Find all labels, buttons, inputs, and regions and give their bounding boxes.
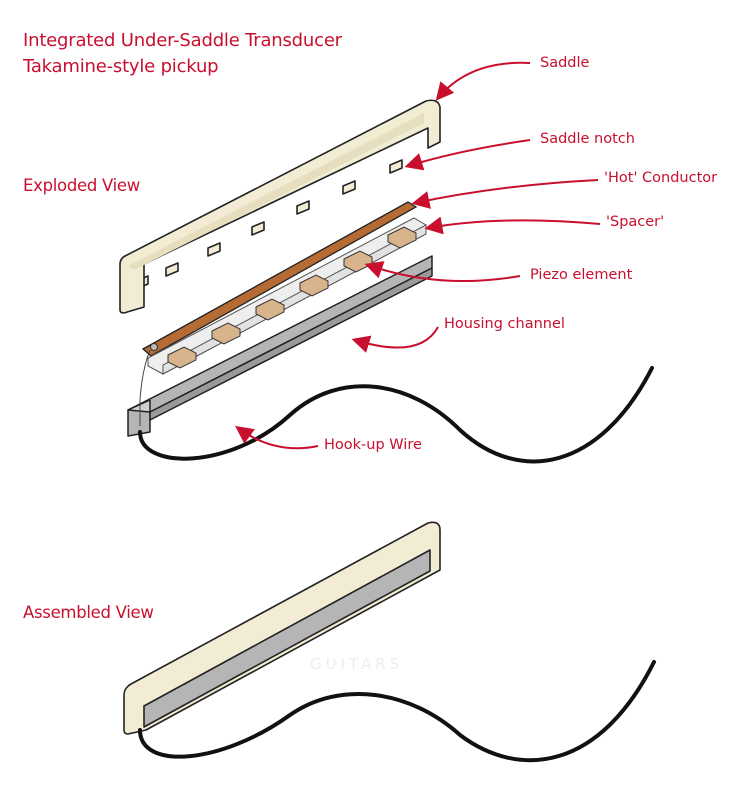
spacer-arrow <box>424 216 601 235</box>
saddle-notch <box>251 221 265 236</box>
diagram-title-line1: Integrated Under-Saddle Transducer <box>23 30 342 51</box>
diagram-title-line2: Takamine-style pickup <box>23 56 219 77</box>
spacer-label: 'Spacer' <box>606 214 665 230</box>
hookup-wire-label: Hook-up Wire <box>324 437 422 453</box>
exploded-view-heading: Exploded View <box>23 176 140 195</box>
piezo-element <box>167 226 417 369</box>
hookup-wire-arrow <box>235 425 319 450</box>
saddle-notch-arrow <box>404 139 531 171</box>
callout-arrows <box>235 61 601 450</box>
saddle-label: Saddle <box>540 55 590 71</box>
assembled-view <box>123 521 656 763</box>
conductor-terminal <box>150 343 158 351</box>
housing-channel-label: Housing channel <box>444 316 565 332</box>
saddle-notch-label: Saddle notch <box>540 131 635 147</box>
watermark-text: GUITARS <box>310 655 404 673</box>
hookup-wire-exploded <box>138 366 654 464</box>
hot-conductor-label: 'Hot' Conductor <box>604 170 718 186</box>
housing-assembled <box>143 549 431 728</box>
saddle-notch <box>207 242 221 257</box>
piezo-element-label: Piezo element <box>530 267 633 283</box>
housing-channel <box>127 255 433 437</box>
lead-wire <box>139 349 151 426</box>
saddle-arrow <box>435 61 531 101</box>
saddle-notch <box>389 159 403 174</box>
hot-conductor-arrow <box>411 179 599 209</box>
saddle-notch <box>342 180 356 195</box>
saddle-notch <box>296 200 310 215</box>
housing-channel-arrow <box>351 326 439 353</box>
saddle-assembled <box>123 521 441 735</box>
piezo-element-arrow <box>364 261 521 282</box>
assembled-view-heading: Assembled View <box>23 603 154 622</box>
saddle-notch <box>165 262 179 277</box>
saddle-exploded <box>119 99 441 314</box>
hookup-wire-assembled <box>138 660 656 763</box>
